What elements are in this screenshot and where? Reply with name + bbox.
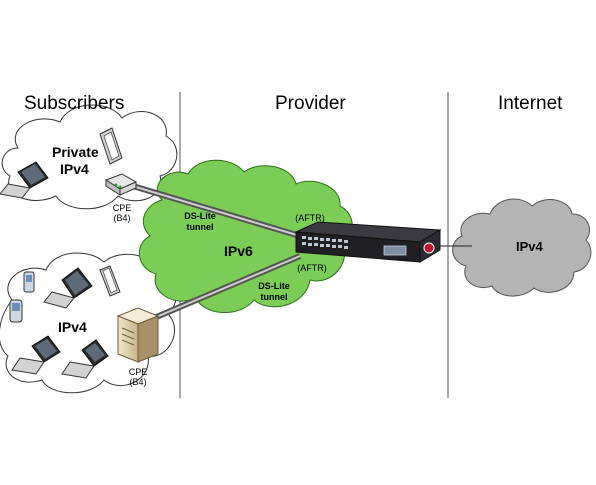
- column-heading-subscribers: Subscribers: [24, 93, 125, 114]
- cpe-top-label-line2: (B4): [113, 213, 131, 223]
- column-heading-internet: Internet: [498, 93, 563, 114]
- lower-ipv4-label: IPv4: [58, 319, 87, 335]
- cpe-server-icon: [116, 307, 160, 363]
- cpe-bottom-label-line2: (B4): [129, 377, 147, 387]
- laptop-icon-4: [61, 339, 109, 379]
- cpe-top-label-line1: CPE: [112, 203, 132, 213]
- phone-icon-2: [9, 299, 23, 323]
- internet-ipv4-cloud: [452, 198, 592, 297]
- aftr-top-label: (AFTR): [295, 213, 325, 223]
- column-heading-provider: Provider: [275, 93, 346, 114]
- tablet-icon: [99, 127, 123, 165]
- laptop-icon-2: [43, 267, 93, 309]
- cpe-router-icon: [104, 173, 138, 196]
- laptop-icon: [0, 161, 49, 199]
- provider-ipv6-label: IPv6: [224, 243, 253, 259]
- tablet-icon-2: [99, 265, 121, 297]
- tunnel-line-bottom-inner: [153, 255, 301, 319]
- cpe-bottom-label-line1: CPE: [128, 367, 148, 377]
- phone-icon: [23, 271, 35, 293]
- private-ipv4-label-line2: IPv4: [60, 161, 89, 177]
- private-ipv4-label-line1: Private: [52, 144, 99, 160]
- tunnel-line-top-inner: [125, 183, 301, 237]
- tunnel-top-label-line1: DS-Lite: [184, 211, 216, 221]
- aftr-router-icon: [294, 221, 442, 263]
- provider-ipv6-cloud: [139, 159, 353, 313]
- tunnel-bottom-label-line1: DS-Lite: [258, 281, 290, 291]
- tunnel-top-label-line2: tunnel: [186, 222, 214, 232]
- tunnel-bottom-label-line2: tunnel: [260, 292, 288, 302]
- internet-ipv4-label: IPv4: [516, 239, 543, 254]
- laptop-icon-3: [11, 335, 61, 375]
- aftr-bottom-label: (AFTR): [297, 263, 327, 273]
